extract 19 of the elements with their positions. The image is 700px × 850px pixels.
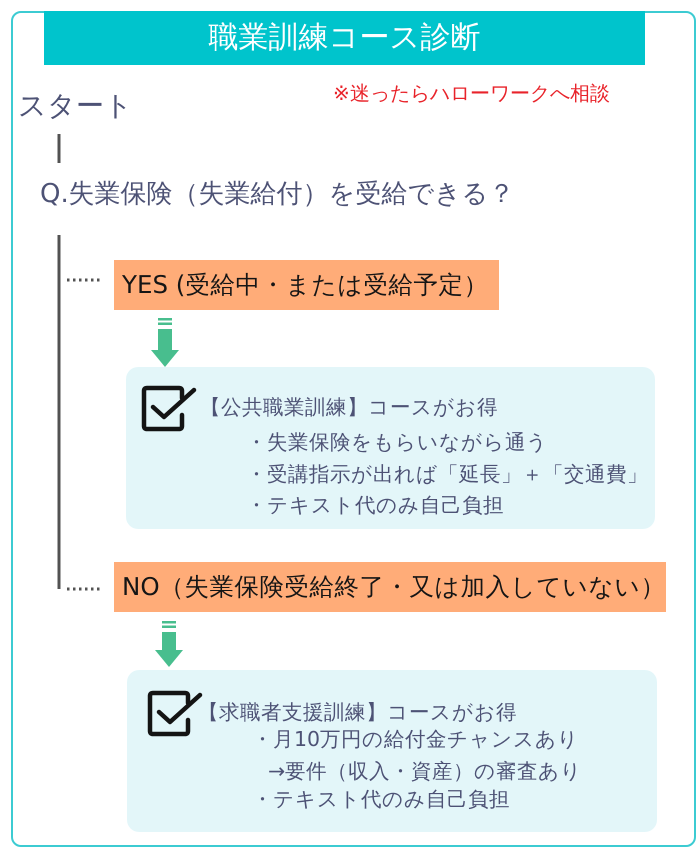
arrow xyxy=(151,318,179,367)
option-box: NO（失業保険受給終了・又は加入していない） xyxy=(114,562,666,612)
bullet-item: ・失業保険をもらいながら通う xyxy=(246,429,548,455)
result-card xyxy=(126,367,655,529)
card-heading: 【公共職業訓練】コースがお得 xyxy=(200,394,498,420)
question-text: Q.失業保険（失業給付）を受給できる？ xyxy=(40,179,515,209)
result-card xyxy=(127,670,657,832)
connector-line xyxy=(58,134,60,163)
arrow xyxy=(155,621,183,667)
bullet-subitem: →要件（収入・資産）の審査あり xyxy=(268,758,582,784)
note-text: ※迷ったらハローワークへ相談 xyxy=(333,80,610,106)
bullet-item: ・月10万円の給付金チャンスあり xyxy=(252,726,580,752)
title-banner: 職業訓練コース診断 xyxy=(44,11,645,65)
bullet-item: ・テキスト代のみ自己負担 xyxy=(252,786,510,812)
start-label: スタート xyxy=(18,90,133,122)
bullet-item: ・受講指示が出れば「延長」＋「交通費」 xyxy=(246,461,648,487)
option-box: YES (受給中・または受給予定） xyxy=(114,260,499,310)
bullet-item: ・テキスト代のみ自己負担 xyxy=(246,492,504,518)
card-heading: 【求職者支援訓練】コースがお得 xyxy=(198,699,517,725)
